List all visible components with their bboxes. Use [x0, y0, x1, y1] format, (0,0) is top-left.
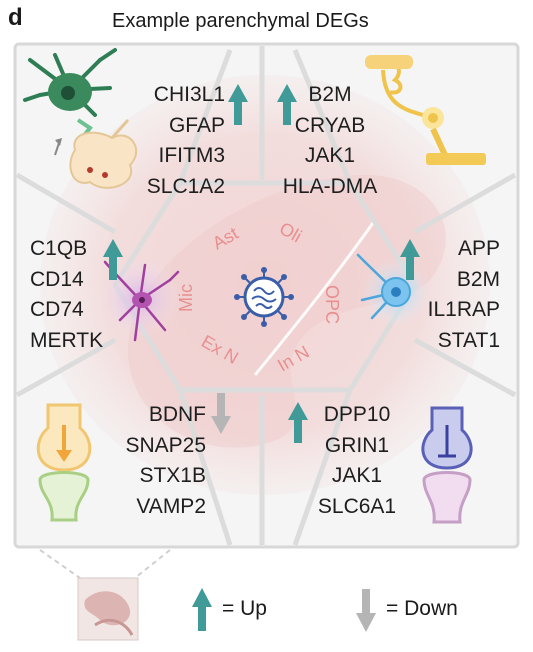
arrow-microglia-up-icon — [103, 239, 123, 280]
legend-connector — [39, 549, 171, 579]
gene-label: CD14 — [30, 267, 84, 291]
gene-label: STAT1 — [437, 328, 500, 352]
gene-list-microglia: C1QB CD14 CD74 MERTK — [30, 234, 110, 356]
gene-label: B2M — [456, 267, 500, 291]
gene-label: DPP10 — [323, 403, 391, 426]
gene-label: JAK1 — [304, 144, 356, 167]
gene-label: SLC1A2 — [146, 174, 225, 198]
gene-label: B2M — [308, 83, 352, 106]
gene-label: MERTK — [30, 328, 104, 352]
gene-label: CHI3L1 — [153, 83, 225, 106]
gene-label: SLC6A1 — [317, 494, 397, 518]
gene-label: JAK1 — [331, 464, 383, 487]
center-label-opc: OPC — [322, 285, 342, 324]
arrow-oligodendrocyte-up-icon — [277, 84, 297, 125]
legend-up-arrow-icon — [192, 588, 212, 631]
arrow-inhibitory-up-icon — [288, 402, 308, 443]
gene-label: BDNF — [148, 403, 206, 426]
oligodendrocyte-icon — [365, 55, 486, 165]
gene-label: CD74 — [30, 298, 84, 321]
gene-label: VAMP2 — [136, 494, 206, 518]
gene-label: IL1RAP — [427, 298, 500, 321]
panel-label: d — [8, 4, 23, 31]
arrow-astrocyte-up-icon — [228, 84, 248, 125]
figure-title: Example parenchymal DEGs — [112, 10, 369, 32]
gene-list-opc: APP B2M IL1RAP STAT1 — [415, 234, 500, 356]
arrow-opc-up-icon — [400, 239, 420, 280]
legend-down-label: = Down — [386, 597, 458, 620]
gene-label: APP — [457, 237, 500, 260]
gene-list-astrocyte: CHI3L1 GFAP IFITM3 SLC1A2 — [140, 80, 225, 202]
microglia-icon — [100, 258, 180, 342]
center-label-mic: Mic — [176, 284, 196, 312]
excitatory-synapse-icon — [36, 403, 92, 522]
gene-label: CRYAB — [294, 113, 366, 137]
gene-label: IFITM3 — [158, 144, 226, 167]
arrow-excitatory-down-icon — [211, 393, 231, 434]
gene-label: STX1B — [139, 464, 206, 487]
neuron-body-icon — [69, 119, 137, 189]
gene-label: SNAP25 — [125, 433, 206, 457]
gene-list-oligodendrocyte: B2M CRYAB JAK1 HLA-DMA — [282, 80, 378, 202]
gene-list-excitatory-neuron: BDNF SNAP25 STX1B VAMP2 — [100, 400, 206, 522]
gene-label: GRIN1 — [324, 433, 390, 457]
gene-list-inhibitory-neuron: DPP10 GRIN1 JAK1 SLC6A1 — [312, 400, 402, 522]
gene-label: GFAP — [168, 113, 225, 137]
brain-tissue-icon — [77, 577, 139, 641]
gene-label: C1QB — [30, 237, 88, 260]
astrocyte-icon — [23, 48, 137, 189]
gene-label: HLA-DMA — [282, 174, 378, 198]
inhibitory-synapse-icon — [421, 406, 473, 524]
virus-icon — [234, 267, 294, 327]
legend-up-label: = Up — [222, 597, 267, 620]
legend-down-arrow-icon — [356, 589, 376, 632]
